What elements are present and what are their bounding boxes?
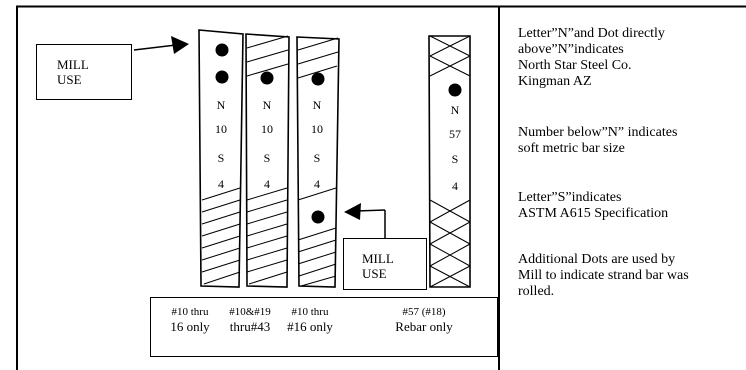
note-line: Additional Dots are used by xyxy=(518,252,676,267)
caption-line: #10 thru xyxy=(171,306,209,318)
note-line: North Star Steel Co. xyxy=(518,58,632,73)
rebar-1: N 10 S 4 xyxy=(198,29,244,288)
note-line: above”N”indicates xyxy=(518,42,624,57)
bar-3-mark: 10 xyxy=(311,122,323,136)
arrow-top xyxy=(133,36,189,54)
bar-2-mark: 4 xyxy=(264,177,270,191)
rebar-2: N 10 S 4 xyxy=(245,33,290,288)
arrow-bottom xyxy=(344,203,386,238)
note-bar-size: Number below”N” indicates soft metric ba… xyxy=(518,125,740,157)
bar-2-mark: 10 xyxy=(261,122,273,136)
note-producer: Letter”N”and Dot directly above”N”indica… xyxy=(518,26,740,90)
caption-line: #10&#19 xyxy=(229,306,271,318)
bar-1-mark: N xyxy=(217,98,226,112)
producer-dot xyxy=(311,72,325,86)
bar-3-mark: N xyxy=(313,98,322,112)
rebar-3: N 10 S 4 xyxy=(296,36,340,288)
mill-use-callout-bottom: MILL USE xyxy=(343,238,427,290)
note-line: Number below”N” indicates xyxy=(518,125,678,140)
caption-bar-4: #57 (#18) Rebar only xyxy=(379,306,469,335)
bar-4-mark: 57 xyxy=(449,127,461,141)
note-specification: Letter”S”indicates ASTM A615 Specificati… xyxy=(518,190,740,222)
caption-bar-1: #10 thru 16 only xyxy=(161,306,219,335)
producer-dot xyxy=(448,83,462,97)
producer-dot xyxy=(215,43,229,57)
bar-2-mark: S xyxy=(264,151,271,165)
note-line: Kingman AZ xyxy=(518,74,592,89)
producer-dot xyxy=(260,71,274,85)
note-line: rolled. xyxy=(518,284,555,299)
caption-bar-2: #10&#19 thru#43 xyxy=(221,306,279,335)
caption-line: #10 thru xyxy=(291,306,329,318)
callout-text: MILL xyxy=(362,251,394,266)
bar-2-mark: N xyxy=(263,98,272,112)
callout-text: USE xyxy=(362,266,387,281)
rebar-4: N 57 S 4 xyxy=(428,35,471,288)
note-line: ASTM A615 Specification xyxy=(518,206,669,221)
bar-1-mark: 10 xyxy=(215,122,227,136)
bar-3-mark: 4 xyxy=(314,177,320,191)
bar-4-mark: S xyxy=(452,152,459,166)
bar-1-mark: S xyxy=(218,151,225,165)
caption-line: 16 only xyxy=(170,319,210,334)
callout-text: USE xyxy=(57,72,82,87)
note-line: Letter”N”and Dot directly xyxy=(518,26,665,41)
bar-1-mark: 4 xyxy=(218,177,224,191)
note-line: Letter”S”indicates xyxy=(518,190,622,205)
mill-use-dot xyxy=(311,210,325,224)
caption-bar-3: #10 thru #16 only xyxy=(279,306,341,335)
bar-4-mark: 4 xyxy=(452,179,458,193)
caption-line: #57 (#18) xyxy=(402,306,446,318)
producer-dot xyxy=(215,70,229,84)
note-line: Mill to indicate strand bar was xyxy=(518,268,689,283)
caption-line: thru#43 xyxy=(229,319,271,334)
callout-text: MILL xyxy=(57,57,89,72)
mill-use-callout-top: MILL USE xyxy=(36,44,132,100)
caption-line: Rebar only xyxy=(395,319,453,334)
note-additional-dots: Additional Dots are used by Mill to indi… xyxy=(518,252,740,300)
caption-box: #10 thru 16 only #10&#19 thru#43 #10 thr… xyxy=(150,297,498,357)
note-line: soft metric bar size xyxy=(518,141,625,156)
bar-4-mark: N xyxy=(451,103,460,117)
bar-3-mark: S xyxy=(314,151,321,165)
caption-line: #16 only xyxy=(287,319,333,334)
